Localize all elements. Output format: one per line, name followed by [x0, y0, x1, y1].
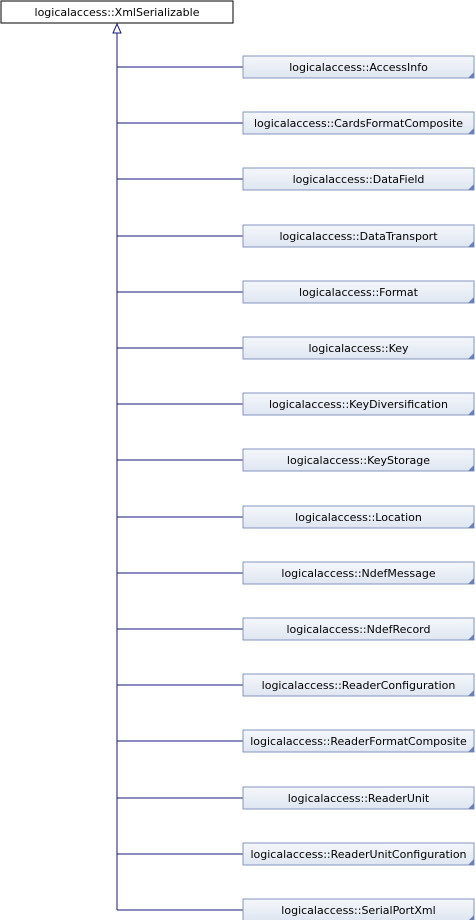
- folded-corner-icon: [468, 128, 474, 134]
- derived-class-box: [242, 336, 475, 360]
- folded-corner-icon: [468, 746, 474, 752]
- derived-class-box: [242, 617, 475, 641]
- derived-class-label: logicalaccess::ReaderUnitConfiguration: [250, 848, 466, 861]
- derived-class-node-key-diversification[interactable]: logicalaccess::KeyDiversification: [242, 392, 475, 416]
- derived-class-node-key[interactable]: logicalaccess::Key: [242, 336, 475, 360]
- derived-class-box: [242, 111, 475, 135]
- folded-corner-icon: [468, 465, 474, 471]
- derived-class-node-location[interactable]: logicalaccess::Location: [242, 505, 475, 529]
- derived-class-label: logicalaccess::SerialPortXml: [281, 904, 435, 917]
- folded-corner-icon: [468, 803, 474, 809]
- folded-corner-icon: [468, 409, 474, 415]
- derived-class-node-access-info[interactable]: logicalaccess::AccessInfo: [242, 55, 475, 79]
- derived-class-box: [242, 842, 475, 866]
- derived-class-label: logicalaccess::KeyStorage: [287, 454, 430, 467]
- derived-class-box: [242, 786, 475, 810]
- derived-class-label: logicalaccess::Key: [308, 342, 409, 355]
- folded-corner-icon: [468, 522, 474, 528]
- derived-class-label: logicalaccess::DataField: [293, 173, 425, 186]
- derived-class-label: logicalaccess::ReaderFormatComposite: [250, 735, 467, 748]
- folded-corner-icon: [468, 184, 474, 190]
- derived-class-node-data-transport[interactable]: logicalaccess::DataTransport: [242, 224, 475, 248]
- derived-class-node-reader-unit-configuration[interactable]: logicalaccess::ReaderUnitConfiguration: [242, 842, 475, 866]
- folded-corner-icon: [468, 297, 474, 303]
- derived-class-box: [242, 729, 475, 753]
- derived-class-box: [242, 280, 475, 304]
- derived-class-node-cards-format-composite[interactable]: logicalaccess::CardsFormatComposite: [242, 111, 475, 135]
- folded-corner-icon: [468, 578, 474, 584]
- derived-class-list: logicalaccess::AccessInfologicalaccess::…: [242, 55, 475, 920]
- derived-class-box: [242, 55, 475, 79]
- derived-class-node-key-storage[interactable]: logicalaccess::KeyStorage: [242, 448, 475, 472]
- derived-class-box: [242, 505, 475, 529]
- derived-class-node-data-field[interactable]: logicalaccess::DataField: [242, 167, 475, 191]
- derived-class-node-ndef-record[interactable]: logicalaccess::NdefRecord: [242, 617, 475, 641]
- derived-class-label: logicalaccess::Format: [299, 286, 419, 299]
- folded-corner-icon: [468, 353, 474, 359]
- derived-class-box: [242, 448, 475, 472]
- derived-class-box: [242, 392, 475, 416]
- folded-corner-icon: [468, 241, 474, 247]
- derived-class-label: logicalaccess::CardsFormatComposite: [254, 117, 463, 130]
- derived-class-label: logicalaccess::NdefRecord: [286, 623, 430, 636]
- derived-class-node-serial-port-xml[interactable]: logicalaccess::SerialPortXml: [242, 898, 475, 920]
- base-class-node[interactable]: logicalaccess::XmlSerializable: [0, 0, 234, 24]
- folded-corner-icon: [468, 859, 474, 865]
- base-class-label: logicalaccess::XmlSerializable: [35, 6, 200, 19]
- derived-class-box: [242, 167, 475, 191]
- derived-class-node-reader-configuration[interactable]: logicalaccess::ReaderConfiguration: [242, 673, 475, 697]
- derived-class-label: logicalaccess::ReaderUnit: [288, 792, 430, 805]
- derived-class-label: logicalaccess::KeyDiversification: [269, 398, 448, 411]
- inheritance-arrowhead: [112, 22, 122, 34]
- folded-corner-icon: [468, 72, 474, 78]
- derived-class-label: logicalaccess::DataTransport: [279, 230, 438, 243]
- folded-corner-icon: [469, 915, 474, 920]
- derived-class-node-reader-unit[interactable]: logicalaccess::ReaderUnit: [242, 786, 475, 810]
- derived-class-box: [242, 673, 475, 697]
- derived-class-label: logicalaccess::AccessInfo: [289, 61, 428, 74]
- derived-class-box: [242, 561, 475, 585]
- derived-class-node-format[interactable]: logicalaccess::Format: [242, 280, 475, 304]
- derived-class-node-reader-format-composite[interactable]: logicalaccess::ReaderFormatComposite: [242, 729, 475, 753]
- derived-class-box: [242, 898, 475, 920]
- folded-corner-icon: [468, 634, 474, 640]
- inheritance-edges: [112, 22, 243, 911]
- folded-corner-icon: [468, 690, 474, 696]
- derived-class-label: logicalaccess::Location: [295, 511, 422, 524]
- derived-class-box: [242, 224, 475, 248]
- derived-class-label: logicalaccess::NdefMessage: [281, 567, 435, 580]
- derived-class-node-ndef-message[interactable]: logicalaccess::NdefMessage: [242, 561, 475, 585]
- derived-class-label: logicalaccess::ReaderConfiguration: [262, 679, 456, 692]
